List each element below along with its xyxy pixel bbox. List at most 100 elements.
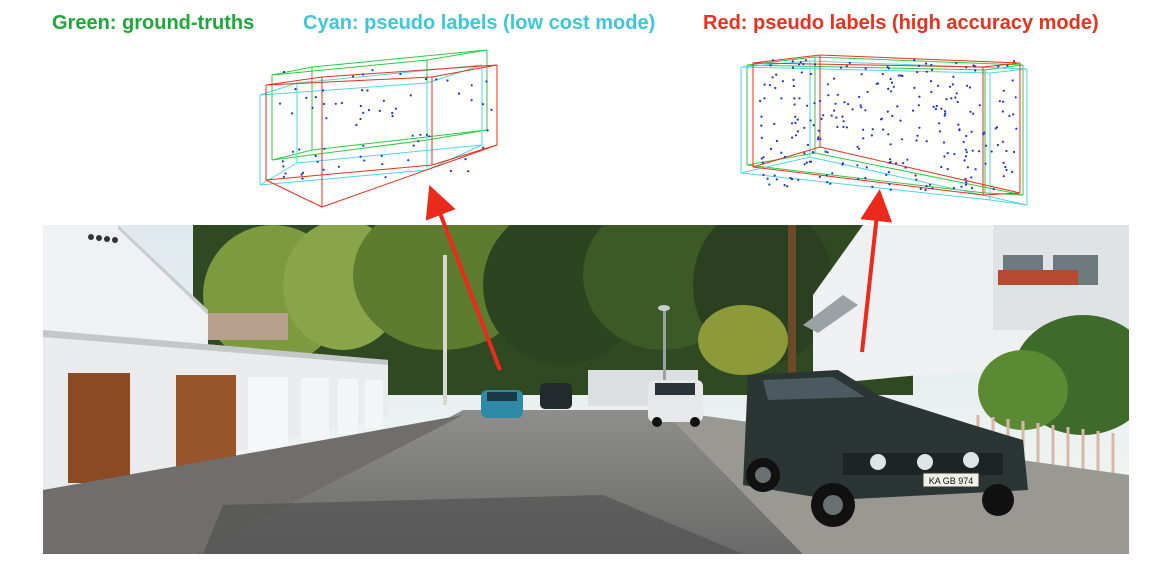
lidar-point [834,102,837,105]
dark-car [540,383,572,409]
lidar-point [917,104,920,107]
lidar-point [467,170,470,173]
lidar-point [1002,161,1005,164]
lidar-point [762,173,765,176]
lidar-point [283,70,286,74]
lidar-point [355,123,358,127]
lidar-point [411,134,414,137]
lidar-point [890,81,894,84]
lidar-point [1006,64,1009,67]
lidar-point [928,183,932,186]
lidar-point [913,86,916,89]
lidar-point [291,112,294,115]
lidar-point [856,164,859,167]
lidar-point [797,63,801,66]
lidar-point [946,152,949,155]
lidar-point [394,107,397,110]
lidar-point [298,148,301,151]
high-accuracy-box-panel [740,54,1028,206]
lidar-point [935,104,938,108]
lidar-point [412,144,415,147]
box-edge [296,144,483,164]
lidar-point [836,125,839,129]
lidar-point [792,84,795,88]
box-edge [426,49,488,61]
lidar-point [881,73,884,76]
box-edge [271,139,428,161]
lidar-point [781,80,784,83]
lidar-point [944,112,947,115]
lidar-point [952,186,955,190]
box-edge [814,56,1024,66]
lidar-point [851,108,854,111]
lidar-point [864,109,867,112]
lidar-point [938,122,941,125]
lidar-point [888,183,891,186]
lidar-point [931,187,934,190]
lidar-point [889,188,892,191]
jeep: KA GB 974 [743,370,1028,527]
lidar-point [870,134,873,137]
lidar-point [773,174,776,177]
lidar-points [759,59,1018,191]
lidar-point [924,62,928,65]
lidar-point [804,59,808,62]
lidar-point [888,161,891,164]
lidar-point [835,116,838,119]
lidar-point [424,77,428,81]
lidar-point [809,72,812,76]
lidar-point [970,186,974,190]
lidar-point [798,97,801,100]
lidar-point [762,156,765,159]
lidar-point [775,73,778,76]
lidar-point [984,162,987,165]
lidar-point [964,177,967,180]
lidar-point [886,110,889,113]
lidar-point [803,163,806,166]
lidar-point [322,168,325,171]
lidar-point [796,130,800,133]
lidar-point [998,100,1001,103]
lidar-point [791,136,794,139]
lidar-point [1011,170,1014,173]
lidar-point [824,150,827,153]
box-edge [426,129,488,141]
lidar-point [791,66,795,69]
lidar-point [862,128,865,131]
lidar-point [282,165,285,168]
lidar-point [759,99,762,102]
lidar-point [301,177,304,180]
box-edge [982,62,1021,68]
lidar-point [490,108,493,111]
lidar-point [361,89,364,92]
lidar-point [965,181,968,184]
lidar-point [833,77,836,80]
lidar-point [966,84,969,87]
lidar-point [906,158,909,161]
lidar-point [362,144,365,147]
lidar-point [417,140,420,143]
street-lamp [663,310,666,400]
lidar-point [965,66,968,69]
lidar-point [817,129,820,132]
lidar-point [943,110,947,113]
lidar-point [911,109,915,112]
lidar-point [773,122,776,125]
lidar-point [891,114,894,118]
lidar-point [766,177,769,180]
lidar-point [826,181,829,184]
left-sidewalk [43,415,463,554]
lidar-point [780,97,783,100]
lidar-point [819,138,822,141]
lidar-point [292,150,295,153]
lidar-point [760,115,763,118]
lidar-point [964,183,968,186]
lidar-point [994,127,997,130]
lidar-point [940,165,943,169]
lidar-point [894,162,898,165]
street-scene-photo: KA GB 974 [43,225,1129,554]
lidar-point [871,128,874,131]
box-edge [752,54,821,64]
lidar-point [486,129,489,132]
box-edge [984,64,1024,71]
